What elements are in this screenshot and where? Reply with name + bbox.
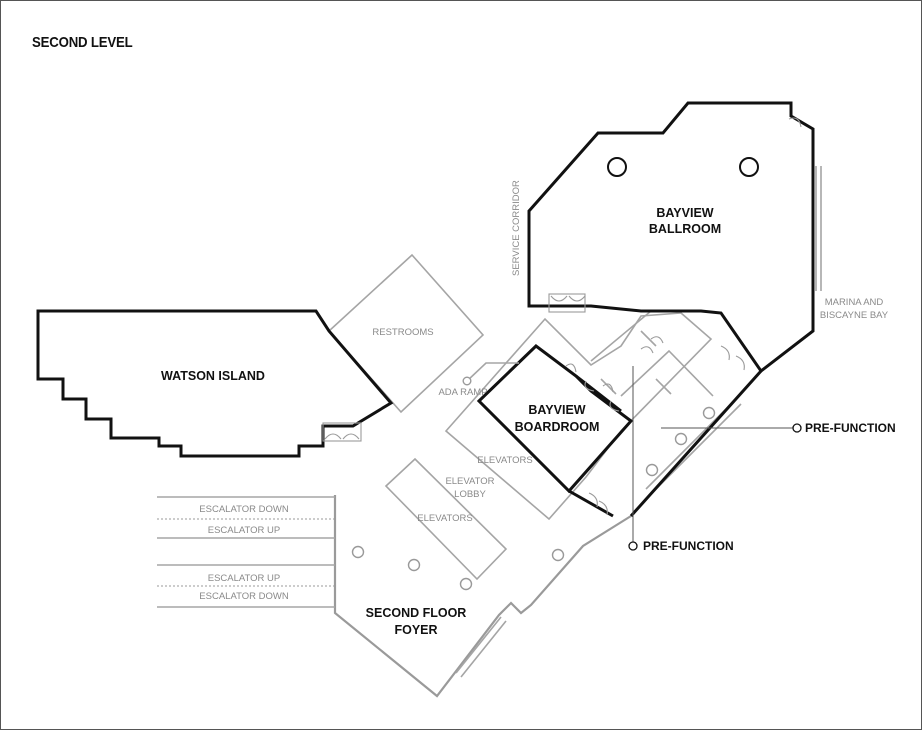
elevator-lobby-label-line1: ELEVATOR — [445, 476, 494, 487]
bayview-ballroom-room[interactable] — [527, 101, 815, 374]
escalator-label-3: ESCALATOR UP — [208, 573, 281, 584]
prefunction-right-marker[interactable] — [792, 423, 802, 433]
marina-label-line2: BISCAYNE BAY — [820, 310, 889, 321]
escalator-label-2: ESCALATOR UP — [208, 525, 281, 536]
restrooms-label: RESTROOMS — [372, 327, 433, 338]
watson-island-label: WATSON ISLAND — [161, 369, 265, 383]
foyer-label-line2: FOYER — [394, 623, 437, 637]
watson-island-room[interactable] — [36, 309, 394, 458]
foyer-label-line1: SECOND FLOOR — [366, 606, 467, 620]
escalator-label-1: ESCALATOR DOWN — [199, 504, 289, 515]
marina-label-line1: MARINA AND — [825, 297, 884, 308]
escalator-label-4: ESCALATOR DOWN — [199, 591, 289, 602]
elevator-lobby-label-line2: LOBBY — [454, 489, 486, 500]
boardroom-link-wall — [575, 374, 622, 413]
prefunction-bottom-label: PRE-FUNCTION — [643, 539, 734, 553]
prefunction-right-label: PRE-FUNCTION — [805, 421, 896, 435]
ada-ramp-label: ADA RAMP — [438, 387, 487, 398]
escalators — [157, 496, 335, 608]
elevators-upper-label: ELEVATORS — [477, 455, 532, 466]
foyer-glass-wall-2 — [460, 620, 507, 678]
elevator-lobby-area[interactable] — [444, 312, 713, 521]
corridor-partition-1 — [640, 330, 657, 347]
corridor-wall-2 — [620, 349, 714, 397]
prefunction-wall-bottom — [568, 489, 614, 518]
prefunction-bottom-marker[interactable] — [628, 541, 638, 551]
corridor-partition-2 — [600, 378, 617, 395]
level-title: SECOND LEVEL — [32, 34, 133, 51]
corridor-partition-3 — [655, 378, 672, 395]
second-floor-foyer-outline — [333, 495, 632, 698]
service-corridor-label: SERVICE CORRIDOR — [511, 180, 522, 276]
boardroom-label-line2: BOARDROOM — [515, 420, 600, 434]
ada-ramp-leader — [466, 362, 519, 382]
ballroom-label-line1: BAYVIEW — [656, 206, 713, 220]
columns — [351, 157, 759, 591]
prefunction-wall-east — [629, 369, 763, 518]
doors — [322, 117, 802, 516]
ada-ramp-marker[interactable] — [462, 376, 472, 386]
elevators-lower-area[interactable] — [384, 457, 508, 581]
ballroom-label-line2: BALLROOM — [649, 222, 721, 236]
elevators-lower-label: ELEVATORS — [417, 513, 472, 524]
foyer-glass-wall — [455, 616, 502, 674]
boardroom-label-line1: BAYVIEW — [528, 403, 585, 417]
